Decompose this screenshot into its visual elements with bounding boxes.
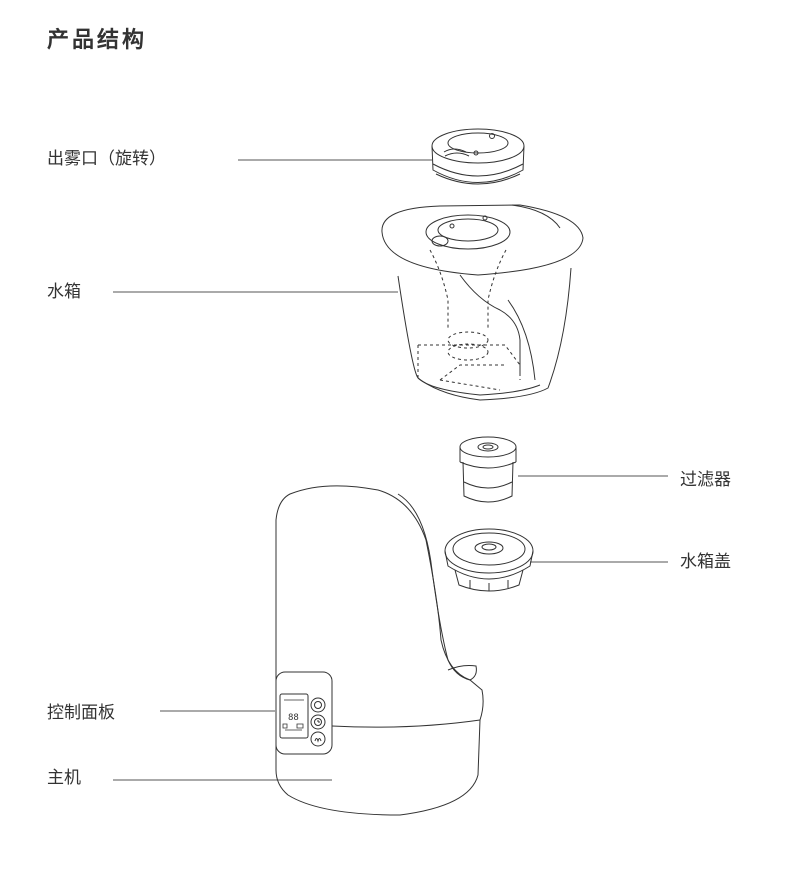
- timer-button[interactable]: [311, 715, 325, 729]
- page-title: 产品结构: [47, 28, 148, 53]
- control-panel: [276, 672, 332, 754]
- panel-display-value: 88: [288, 713, 299, 723]
- label-filter: 过滤器: [680, 470, 731, 490]
- label-tank-cap: 水箱盖: [680, 552, 731, 572]
- filter-part: [460, 437, 516, 502]
- mist-outlet-part: [432, 129, 524, 184]
- mode-button[interactable]: [311, 732, 325, 746]
- panel-buttons: [311, 698, 325, 746]
- water-tank-part: [382, 205, 583, 400]
- main-unit-part: [276, 486, 483, 815]
- label-mist-outlet: 出雾口（旋转）: [47, 149, 166, 169]
- mist-button[interactable]: [311, 698, 325, 712]
- leader-lines: [113, 160, 668, 780]
- label-water-tank: 水箱: [47, 282, 81, 302]
- label-control-panel: 控制面板: [47, 703, 115, 723]
- label-main-unit: 主机: [47, 768, 81, 788]
- tank-cap-part: [445, 529, 533, 591]
